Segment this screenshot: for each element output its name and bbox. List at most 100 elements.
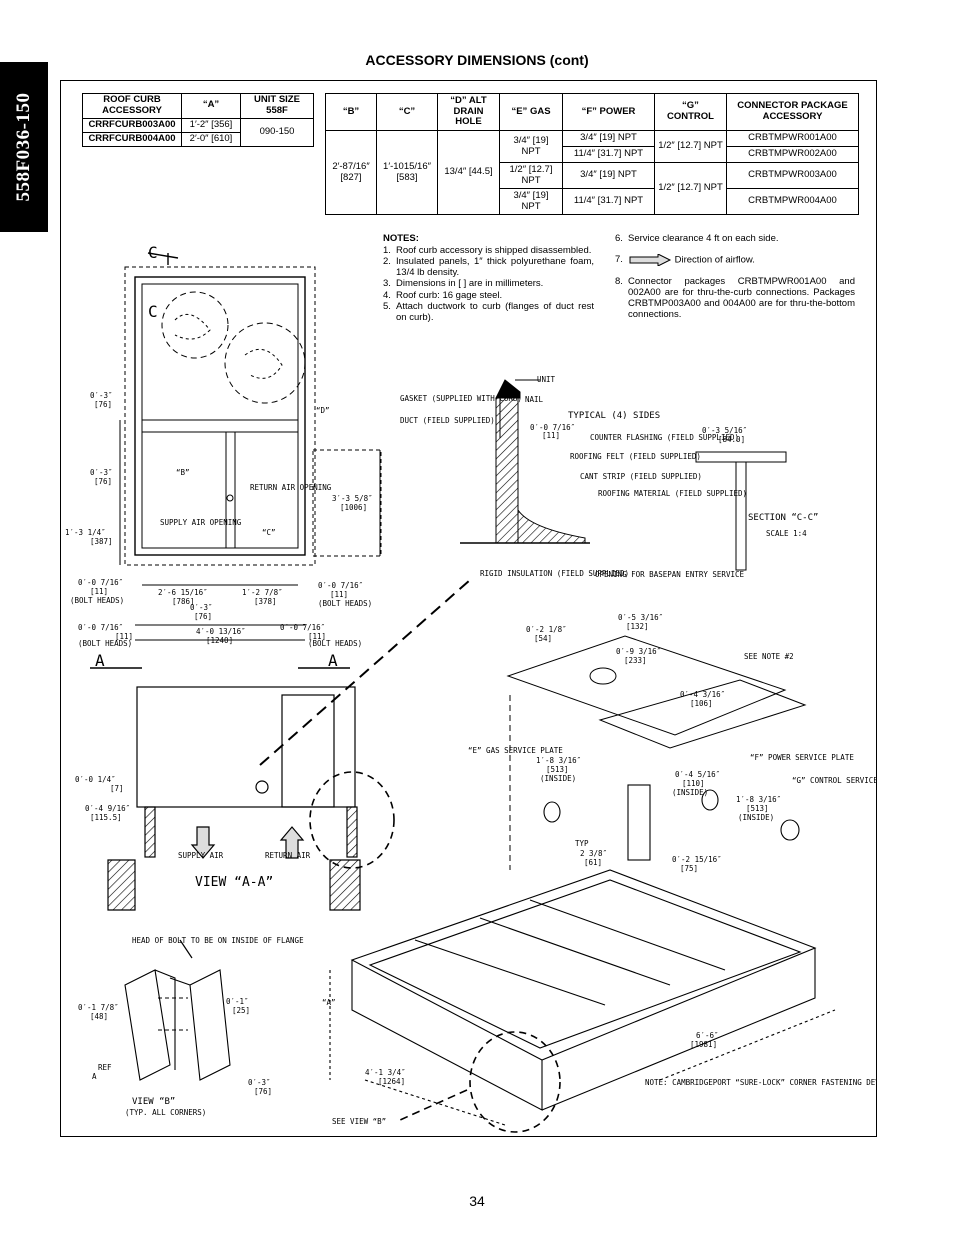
notes-right: 6.Service clearance 4 ft on each side. 7…	[615, 233, 855, 321]
svg-text:“E” GAS SERVICE PLATE: “E” GAS SERVICE PLATE	[468, 746, 563, 755]
svg-text:[387]: [387]	[90, 537, 113, 546]
svg-text:0′-1 7/8″: 0′-1 7/8″	[78, 1003, 119, 1012]
svg-text:DUCT (FIELD SUPPLIED): DUCT (FIELD SUPPLIED)	[400, 416, 495, 425]
svg-text:SUPPLY AIR OPENING: SUPPLY AIR OPENING	[160, 518, 242, 527]
svg-text:VIEW “A-A”: VIEW “A-A”	[195, 875, 273, 890]
svg-text:COUNTER FLASHING (FIELD SUPPLI: COUNTER FLASHING (FIELD SUPPLIED)	[590, 433, 739, 442]
svg-text:1′-8 3/16″: 1′-8 3/16″	[736, 795, 781, 804]
note-item: 1.Roof curb accessory is shipped disasse…	[383, 245, 592, 257]
svg-text:SCALE 1:4: SCALE 1:4	[766, 529, 807, 538]
svg-text:(BOLT HEADS): (BOLT HEADS)	[308, 639, 362, 648]
svg-text:0′-0 7/16″: 0′-0 7/16″	[280, 623, 325, 632]
svg-text:HEAD OF BOLT TO BE ON INSIDE O: HEAD OF BOLT TO BE ON INSIDE OF FLANGE	[132, 936, 304, 945]
svg-text:“F” POWER SERVICE PLATE: “F” POWER SERVICE PLATE	[750, 753, 854, 762]
accessory-cell: CRRFCURB004A00	[82, 131, 182, 147]
svg-text:0′-4 5/16″: 0′-4 5/16″	[675, 770, 720, 779]
svg-text:[7]: [7]	[110, 784, 124, 793]
svg-text:0′-1″: 0′-1″	[226, 997, 249, 1006]
col-g: “G” CONTROL	[654, 93, 727, 131]
svg-text:“G” CONTROL SERVICE PLATE: “G” CONTROL SERVICE PLATE	[792, 776, 877, 785]
flashing-labels: UNIT GASKET (SUPPLIED WITH CURB) NAIL TY…	[400, 375, 818, 578]
roof-curb-table: ROOF CURB ACCESSORY “A” UNIT SIZE 558F C…	[82, 93, 314, 147]
svg-text:A: A	[328, 651, 338, 670]
f-cell: 3/4″ [19] NPT	[562, 162, 655, 189]
package-cell: CRBTMPWR004A00	[726, 188, 859, 215]
note-item: 2.Insulated panels, 1″ thick polyurethan…	[383, 256, 594, 279]
svg-text:0′-3″: 0′-3″	[190, 603, 213, 612]
note-item: 5.Attach ductwork to curb (flanges of du…	[383, 300, 594, 323]
svg-text:0′-0 7/16″: 0′-0 7/16″	[318, 581, 363, 590]
svg-text:[76]: [76]	[254, 1087, 272, 1096]
table-row: CRRFCURB003A00 1′-2″ [356] 090-150	[82, 117, 314, 147]
svg-text:VIEW “B”: VIEW “B”	[132, 1097, 175, 1107]
svg-text:1′-2 7/8″: 1′-2 7/8″	[242, 588, 283, 597]
svg-text:SUPPLY AIR: SUPPLY AIR	[178, 851, 224, 860]
notes-left: NOTES: 1.Roof curb accessory is shipped …	[383, 233, 594, 323]
section-c-label: C	[148, 243, 158, 262]
svg-text:“B”: “B”	[176, 468, 190, 477]
svg-text:NAIL: NAIL	[525, 395, 544, 404]
svg-text:[76]: [76]	[94, 477, 112, 486]
svg-text:[233]: [233]	[624, 656, 647, 665]
col-f: “F” POWER	[562, 93, 655, 131]
plan-view	[90, 252, 382, 669]
svg-text:[110]: [110]	[682, 779, 705, 788]
svg-text:[132]: [132]	[626, 622, 649, 631]
svg-text:NOTE: CAMBRIDGEPORT “SURE-LOCK: NOTE: CAMBRIDGEPORT “SURE-LOCK” CORNER F…	[645, 1078, 877, 1087]
svg-text:[11]: [11]	[330, 590, 348, 599]
svg-text:UNIT: UNIT	[537, 375, 556, 384]
svg-text:2 3/8″: 2 3/8″	[580, 849, 607, 858]
svg-text:SECTION “C-C”: SECTION “C-C”	[748, 513, 818, 523]
d-cell: 13/4″ [44.5]	[437, 130, 500, 215]
svg-text:(INSIDE): (INSIDE)	[672, 788, 708, 797]
svg-text:[76]: [76]	[194, 612, 212, 621]
svg-text:0′-4 9/16″: 0′-4 9/16″	[85, 804, 130, 813]
svg-text:[75]: [75]	[680, 864, 698, 873]
svg-text:4′-1 3/4″: 4′-1 3/4″	[365, 1068, 406, 1077]
flashing-section	[460, 379, 787, 571]
plan-labels: C C “D” 0′-3″ [76] 0′-3″ [76] “B” “C” RE…	[65, 243, 373, 670]
basepan-panels	[506, 635, 807, 870]
svg-text:[1981]: [1981]	[690, 1040, 717, 1049]
svg-text:6′-6″: 6′-6″	[696, 1031, 719, 1040]
package-cell: CRBTMPWR003A00	[726, 162, 859, 189]
g-cell: 1/2″ [12.7] NPT	[654, 162, 727, 215]
svg-text:A: A	[95, 651, 105, 670]
svg-text:GASKET (SUPPLIED WITH CURB): GASKET (SUPPLIED WITH CURB)	[400, 394, 522, 403]
note-item: 4.Roof curb: 16 gage steel.	[383, 289, 503, 301]
svg-text:[11]: [11]	[308, 632, 326, 641]
airflow-arrow-icon	[629, 254, 672, 267]
svg-text:[48]: [48]	[90, 1012, 108, 1021]
svg-text:“D”: “D”	[316, 406, 330, 415]
col-d: “D” ALT DRAIN HOLE	[437, 93, 500, 131]
svg-text:0′-0 7/16″: 0′-0 7/16″	[78, 623, 123, 632]
svg-text:0′-0 7/16″: 0′-0 7/16″	[78, 578, 123, 587]
notes-title: NOTES:	[383, 233, 419, 244]
svg-text:REF: REF	[98, 1063, 112, 1072]
svg-text:[84.0]: [84.0]	[718, 435, 745, 444]
svg-text:[25]: [25]	[232, 1006, 250, 1015]
svg-text:“A”: “A”	[322, 998, 336, 1007]
svg-text:0′-2 1/8″: 0′-2 1/8″	[526, 625, 567, 634]
view-aa	[107, 579, 471, 911]
svg-text:ROOFING MATERIAL (FIELD SUPPLI: ROOFING MATERIAL (FIELD SUPPLIED)	[598, 489, 747, 498]
svg-text:[76]: [76]	[94, 400, 112, 409]
svg-text:[54]: [54]	[534, 634, 552, 643]
svg-text:SEE NOTE #2: SEE NOTE #2	[744, 652, 794, 661]
col-a: “A”	[181, 93, 241, 119]
view-b-labels: HEAD OF BOLT TO BE ON INSIDE OF FLANGE 0…	[78, 936, 304, 1117]
model-range: 558F036-150	[13, 92, 34, 202]
svg-text:[378]: [378]	[254, 597, 277, 606]
e-cell: 3/4″ [19] NPT	[499, 188, 563, 215]
col-b: “B”	[325, 93, 377, 131]
note-item: 3.Dimensions in [ ] are in millimeters.	[383, 278, 544, 290]
svg-text:[1006]: [1006]	[340, 503, 367, 512]
svg-text:0′-2 15/16″: 0′-2 15/16″	[672, 855, 722, 864]
svg-text:(INSIDE): (INSIDE)	[540, 774, 576, 783]
table-row: CRRFCURB004A00 2′-0″ [610]	[82, 131, 314, 147]
b-cell: 2′-87/16″ [827]	[325, 130, 377, 215]
svg-text:1′-3 1/4″: 1′-3 1/4″	[65, 528, 106, 537]
svg-text:0′-3 5/16″: 0′-3 5/16″	[702, 426, 747, 435]
svg-text:[513]: [513]	[546, 765, 569, 774]
svg-text:[11]: [11]	[90, 587, 108, 596]
